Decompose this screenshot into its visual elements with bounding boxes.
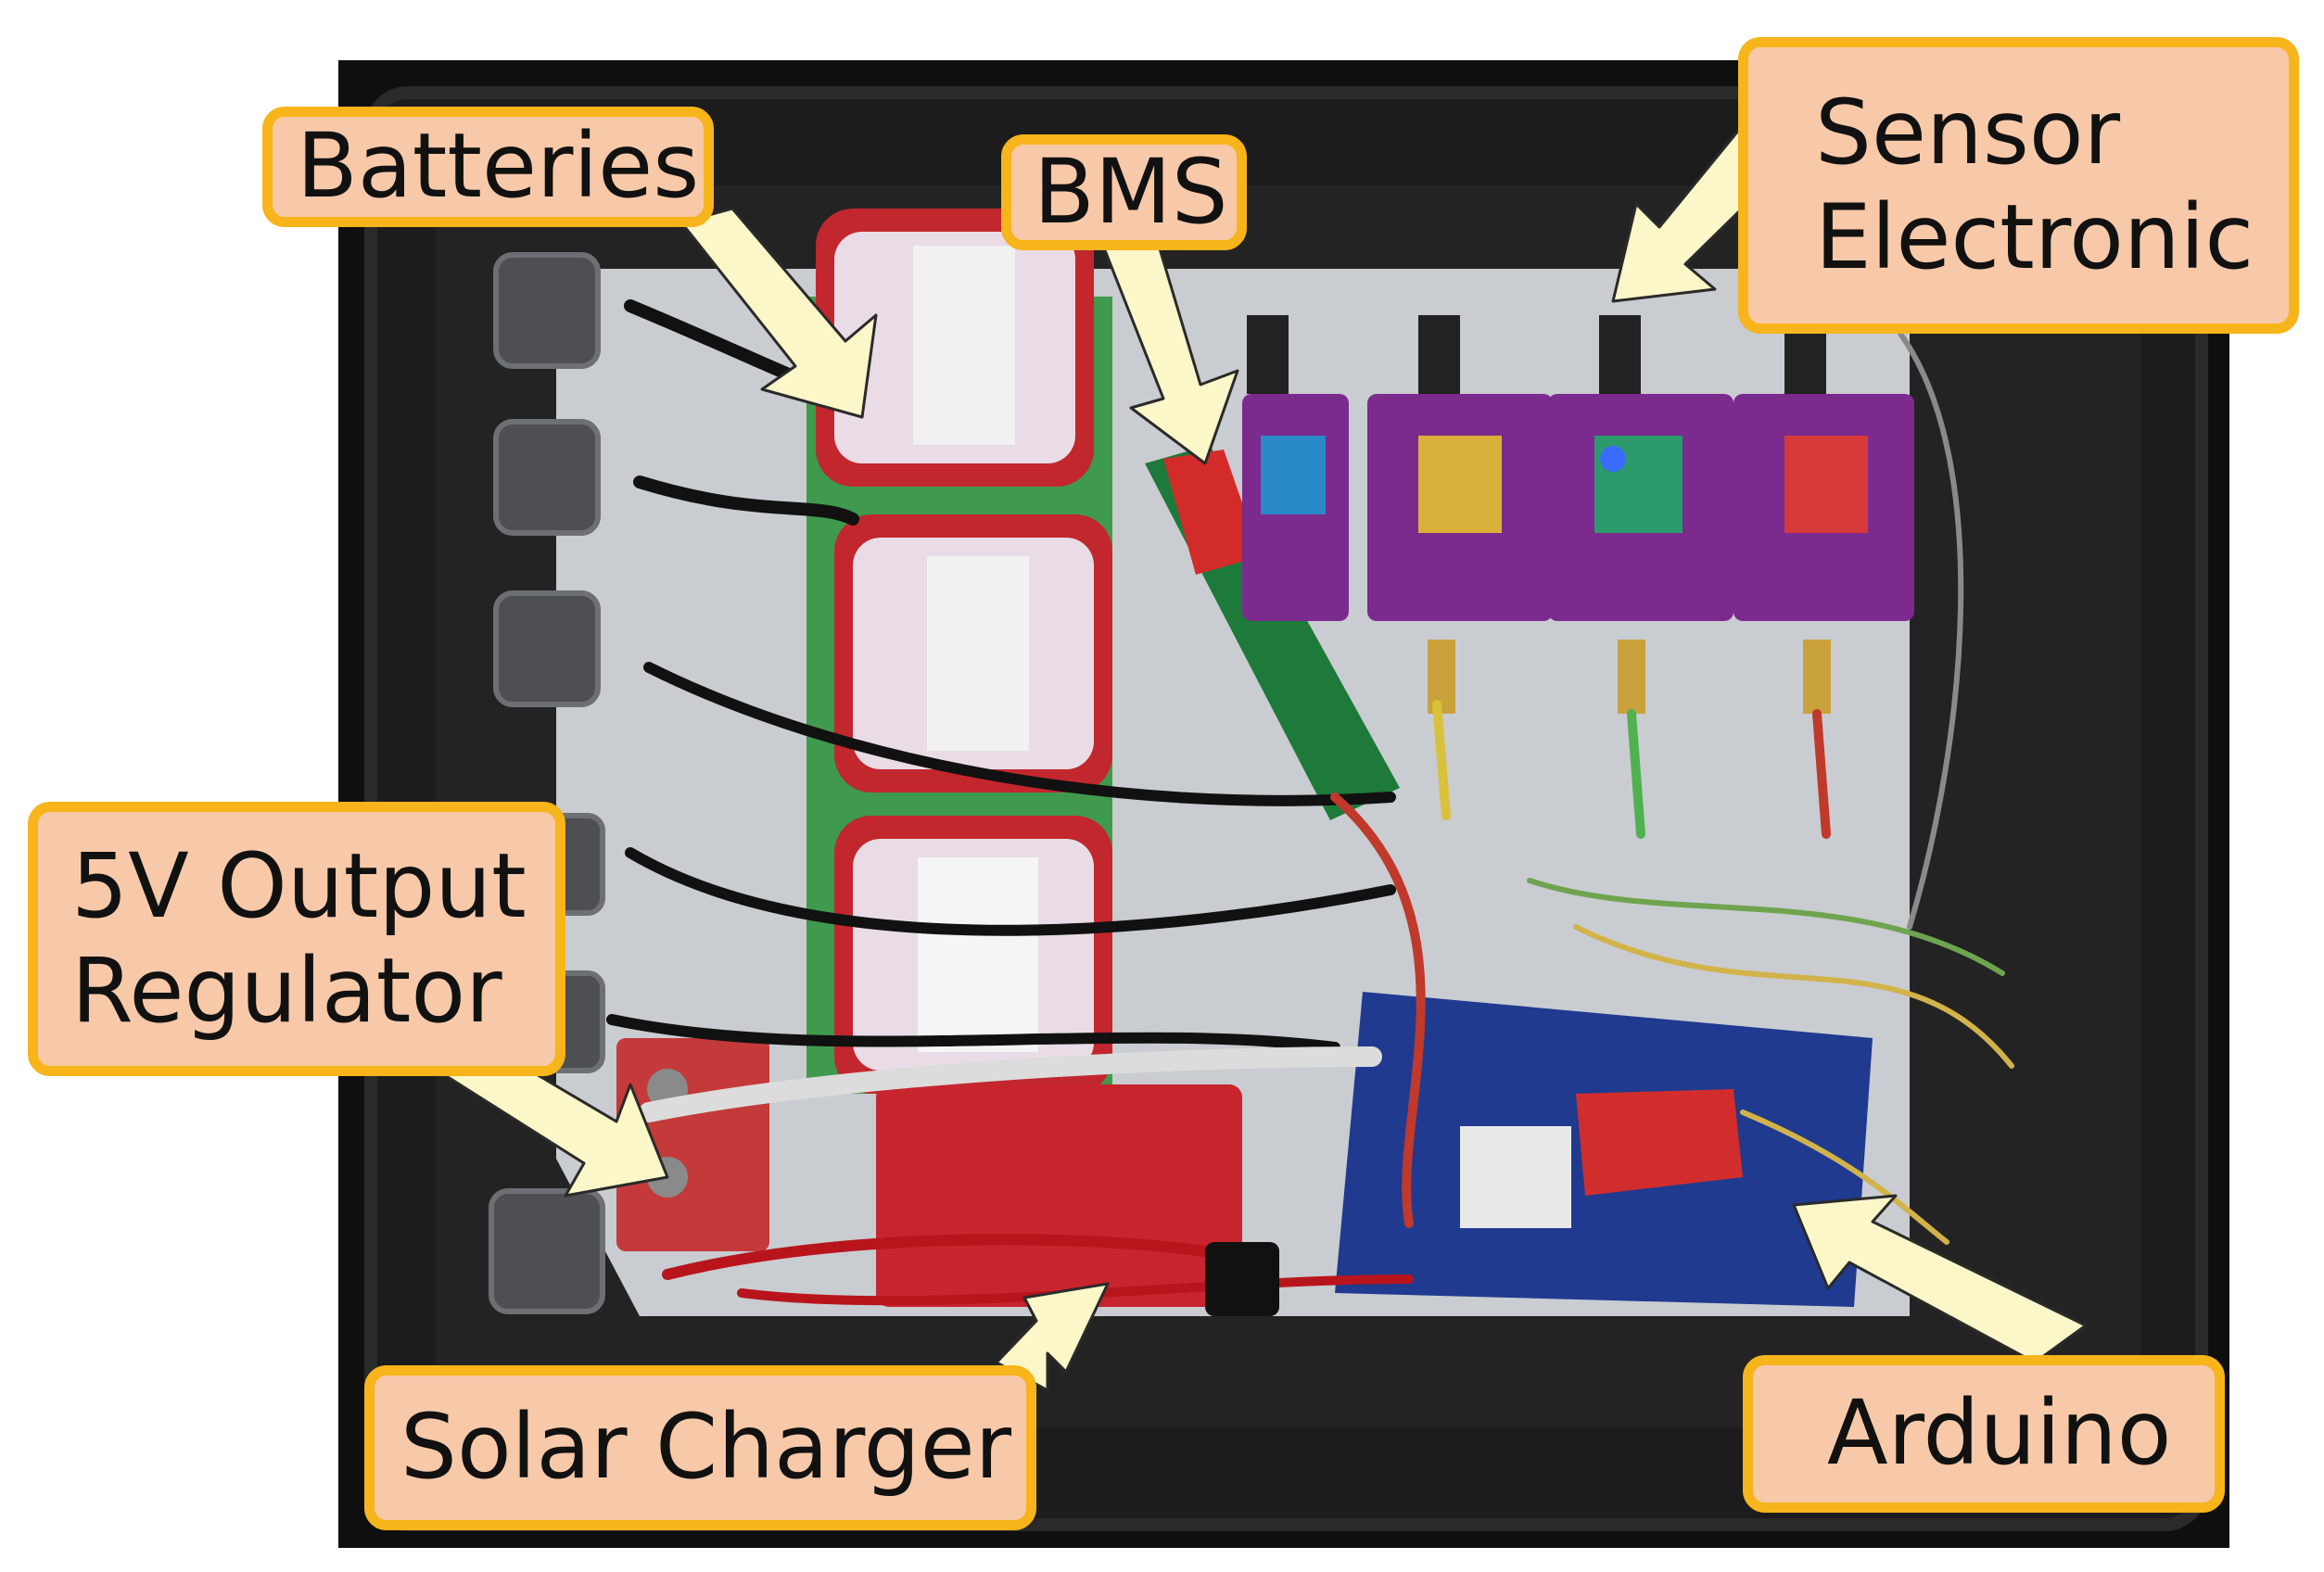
arrow-solar	[995, 1282, 1110, 1392]
bms-tape	[1163, 450, 1261, 575]
bms-label: BMS	[1001, 134, 1247, 250]
regulator-label-line2: Regulator	[71, 939, 502, 1043]
batteries-label: Batteries	[262, 107, 714, 227]
solar-charger-label: Solar Charger	[364, 1365, 1036, 1530]
solar-charger-board	[876, 1084, 1242, 1307]
sensor-boards	[1242, 394, 1914, 621]
sensor-label-line1: Sensor	[1815, 80, 2121, 184]
sensor-electronic-label: Sensor Electronic	[1738, 37, 2299, 334]
solar-charger-label-text: Solar Charger	[400, 1395, 1012, 1500]
bms-label-text: BMS	[1034, 139, 1228, 244]
regulator-label-line1: 5V Output	[71, 833, 527, 938]
arduino-label: Arduino	[1743, 1355, 2225, 1513]
sma-connectors	[1428, 640, 1831, 714]
arduino-label-text: Arduino	[1827, 1381, 2172, 1486]
dc-connector	[1205, 1242, 1279, 1316]
regulator-label: 5V Output Regulator	[28, 802, 565, 1076]
arrow-arduino	[1792, 1194, 2088, 1364]
battery-packs	[816, 209, 1112, 1094]
arrow-bms	[1101, 244, 1239, 465]
dht-sensor	[1460, 1126, 1571, 1228]
wires	[606, 299, 2014, 1306]
batteries-label-text: Batteries	[297, 114, 700, 219]
arrow-batteries	[679, 207, 878, 419]
sensor-label-line2: Electronic	[1815, 185, 2254, 289]
arrow-regulator	[443, 1059, 669, 1198]
